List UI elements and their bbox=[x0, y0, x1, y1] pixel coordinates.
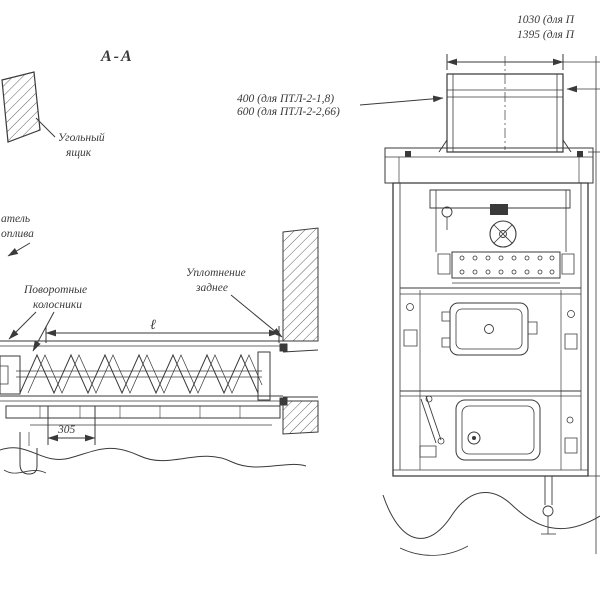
fuel-feeder-leader bbox=[7, 243, 30, 256]
latch bbox=[528, 322, 537, 334]
left-section-view: А-А Угольный ящик атель оплива Поворотны… bbox=[0, 48, 318, 474]
dimension-400-value: 400 (для ПТЛ-2-1,8) bbox=[237, 93, 334, 105]
upper-door bbox=[404, 303, 577, 355]
dimension-1395-value: 1395 (для П bbox=[517, 29, 575, 41]
burner-assembly bbox=[430, 190, 574, 283]
rear-seal-leader bbox=[231, 295, 283, 337]
dimension-1030-1395: 1030 (для П 1395 (для П bbox=[446, 14, 600, 96]
right-dimension-line bbox=[588, 56, 600, 554]
boiler-body bbox=[393, 183, 588, 476]
gauge bbox=[442, 207, 452, 217]
door-handle bbox=[468, 432, 480, 444]
hinge bbox=[442, 338, 450, 347]
fuel-feeder-label: атель bbox=[1, 213, 30, 225]
duct-width-callout: 400 (для ПТЛ-2-1,8) 600 (для ПТЛ-2-2,66) bbox=[237, 93, 444, 118]
handwheel bbox=[490, 221, 516, 247]
dimension-1030-value: 1030 (для П bbox=[517, 14, 575, 26]
fuel-feeder-label: оплива bbox=[1, 228, 34, 240]
dimension-305-value: 305 bbox=[57, 424, 76, 436]
drain-hook bbox=[20, 432, 37, 474]
rear-seal-label: Уплотнение bbox=[186, 267, 246, 279]
furnace-wall bbox=[283, 228, 318, 434]
rear-seal-label: заднее bbox=[195, 282, 228, 294]
drain-fitting bbox=[541, 476, 556, 534]
rotating-grates-label: Поворотные bbox=[23, 284, 87, 296]
coal-box-label: Угольный bbox=[58, 131, 105, 144]
break-lines-right bbox=[383, 492, 600, 555]
coal-box-label: ящик bbox=[65, 147, 92, 159]
dimension-length-value: ℓ bbox=[150, 318, 156, 333]
bolted-flange bbox=[452, 252, 560, 278]
lower-door bbox=[420, 396, 577, 460]
flue-duct bbox=[439, 56, 571, 152]
dimension-305: 305 bbox=[47, 406, 96, 445]
hinge bbox=[442, 312, 450, 321]
front-view: 1030 (для П 1395 (для П 400 (для ПТЛ-2-1… bbox=[237, 14, 600, 555]
rear-seal bbox=[280, 344, 287, 351]
screw-conveyor bbox=[0, 341, 318, 425]
top-cornice bbox=[385, 148, 593, 183]
sight-glass bbox=[490, 204, 508, 215]
rotating-grates-label: колосники bbox=[33, 299, 82, 311]
grates-leader bbox=[33, 312, 54, 352]
flange-bolts bbox=[460, 256, 554, 274]
dimension-length: ℓ bbox=[45, 318, 280, 343]
coal-box bbox=[2, 72, 55, 142]
dimension-600-value: 600 (для ПТЛ-2-2,66) bbox=[237, 106, 340, 118]
section-label: А-А bbox=[100, 48, 134, 65]
grates-leader bbox=[9, 312, 36, 340]
break-lines-left bbox=[0, 432, 306, 474]
